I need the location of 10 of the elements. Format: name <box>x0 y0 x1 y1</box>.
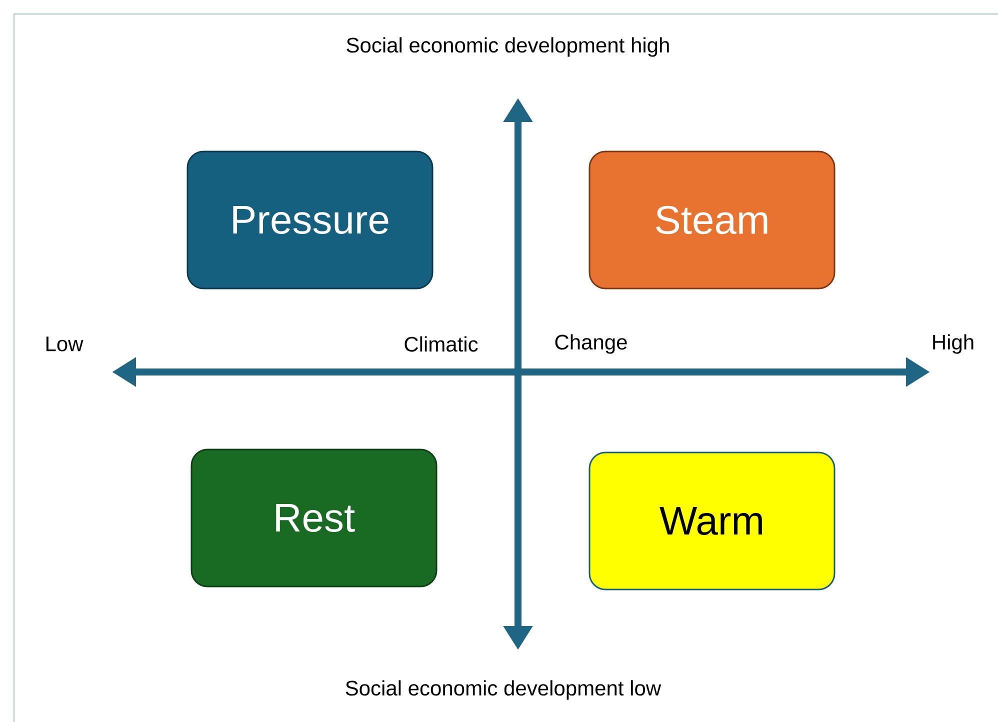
axis-title: Social economic development high <box>346 37 669 57</box>
quadrant-box: Warm <box>588 452 836 590</box>
axis-label: Climatic <box>404 336 478 352</box>
quadrant-box: Rest <box>190 448 438 588</box>
axis-label: High <box>933 334 974 354</box>
axis-title: Social economic development low <box>346 680 662 700</box>
axis-label: Low <box>46 336 84 352</box>
axis-label: Change <box>555 334 627 354</box>
quadrant-box: Pressure <box>186 150 434 290</box>
quadrant-box: Steam <box>588 150 836 290</box>
